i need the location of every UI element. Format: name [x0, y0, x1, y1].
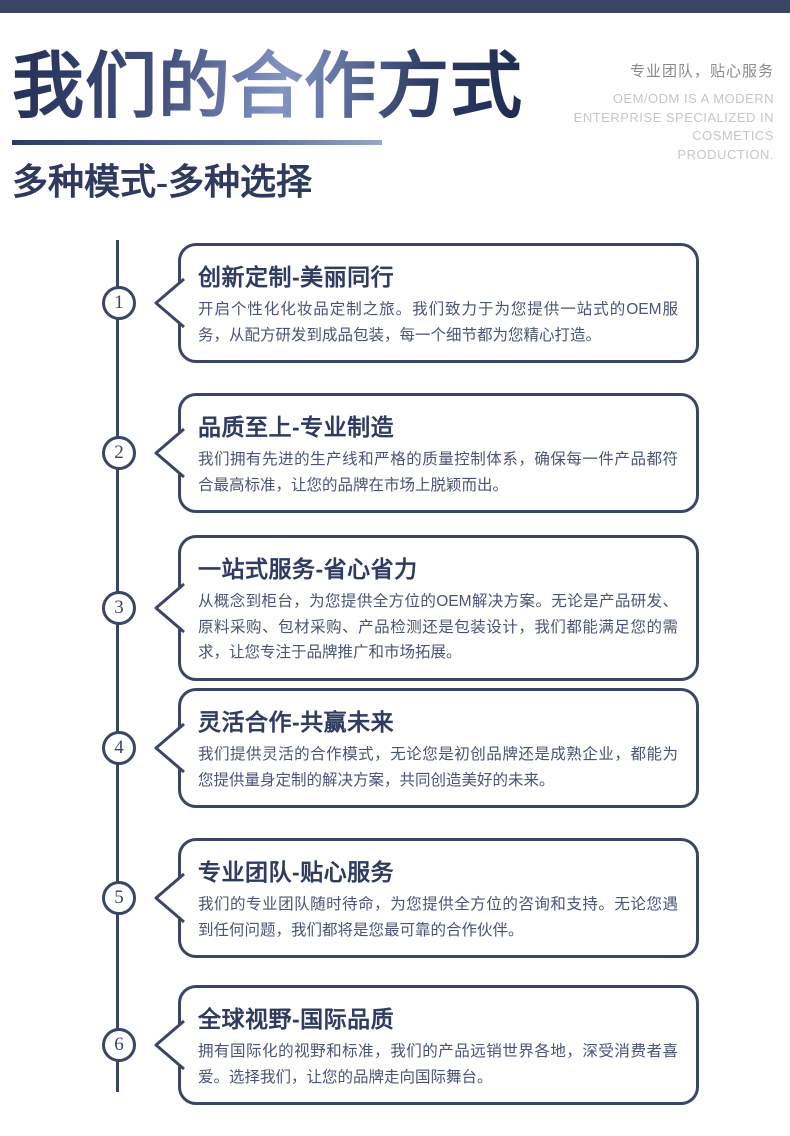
pointer-notch-icon: [154, 427, 185, 479]
step-number: 3: [114, 596, 124, 618]
timeline-item-4: 4 灵活合作-共赢未来 我们提供灵活的合作模式，无论您是初创品牌还是成熟企业，都…: [102, 688, 699, 808]
step-number-badge: 2: [102, 436, 136, 470]
card-title: 专业团队-贴心服务: [198, 859, 395, 885]
top-accent-bar: [0, 0, 790, 13]
header-tagline: 专业团队，贴心服务 OEM/ODM IS A MODERN ENTERPRISE…: [534, 60, 774, 164]
tagline-english-line: PRODUCTION.: [677, 146, 774, 162]
pointer-notch-icon: [154, 722, 185, 774]
step-number-badge: 6: [102, 1028, 136, 1062]
card-body: 我们拥有先进的生产线和严格的质量控制体系，确保每一件产品都符合最高标准，让您的品…: [198, 451, 678, 494]
tagline-english-line: ENTERPRISE SPECIALIZED IN: [573, 109, 774, 125]
pointer-notch-icon: [154, 872, 185, 924]
title-underline: [12, 140, 382, 145]
step-number: 5: [114, 887, 124, 908]
card-title: 一站式服务-省心省力: [198, 556, 418, 582]
step-number-badge: 1: [102, 286, 136, 320]
step-number: 1: [114, 292, 124, 313]
tagline-english: OEM/ODM IS A MODERN ENTERPRISE SPECIALIZ…: [534, 90, 774, 164]
info-card: 5 专业团队-贴心服务 我们的专业团队随时待命，为您提供全方位的咨询和支持。无论…: [102, 838, 699, 958]
card-body: 开启个性化化妆品定制之旅。我们致力于为您提供一站式的OEM服务，从配方研发到成品…: [198, 301, 678, 344]
tagline-english-line: COSMETICS: [692, 128, 774, 143]
step-number: 2: [114, 442, 124, 463]
timeline-vertical-line: [116, 240, 119, 1092]
card-title: 灵活合作-共赢未来: [198, 709, 395, 735]
info-card: 1 创新定制-美丽同行 开启个性化化妆品定制之旅。我们致力于为您提供一站式的OE…: [102, 243, 699, 363]
timeline-item-1: 1 创新定制-美丽同行 开启个性化化妆品定制之旅。我们致力于为您提供一站式的OE…: [102, 243, 699, 363]
step-number-badge: 5: [102, 881, 136, 915]
page-title: 我们的合作方式: [12, 47, 532, 127]
card-body: 拥有国际化的视野和标准，我们的产品远销世界各地，深受消费者喜爱。选择我们，让您的…: [198, 1043, 678, 1086]
pointer-notch-icon: [154, 1019, 185, 1071]
card-title: 创新定制-美丽同行: [198, 264, 395, 290]
card-body: 我们提供灵活的合作模式，无论您是初创品牌还是成熟企业，都能为您提供量身定制的解决…: [198, 746, 678, 789]
info-card: 6 全球视野-国际品质 拥有国际化的视野和标准，我们的产品远销世界各地，深受消费…: [102, 985, 699, 1105]
info-card: 2 品质至上-专业制造 我们拥有先进的生产线和严格的质量控制体系，确保每一件产品…: [102, 393, 699, 513]
tagline-chinese: 专业团队，贴心服务: [629, 63, 774, 80]
step-number: 4: [114, 737, 124, 758]
pointer-notch-icon: [154, 277, 185, 329]
info-card: 3 一站式服务-省心省力 从概念到柜台，为您提供全方位的OEM解决方案。无论是产…: [102, 535, 699, 681]
page-subtitle: 多种模式-多种选择: [12, 162, 312, 202]
timeline-item-6: 6 全球视野-国际品质 拥有国际化的视野和标准，我们的产品远销世界各地，深受消费…: [102, 985, 699, 1105]
timeline-item-2: 2 品质至上-专业制造 我们拥有先进的生产线和严格的质量控制体系，确保每一件产品…: [102, 393, 699, 513]
step-number-badge: 3: [102, 590, 136, 625]
card-title: 全球视野-国际品质: [198, 1006, 395, 1032]
pointer-notch-icon: [154, 582, 185, 633]
card-body: 从概念到柜台，为您提供全方位的OEM解决方案。无论是产品研发、原料采购、包材采购…: [198, 593, 678, 661]
timeline-item-3: 3 一站式服务-省心省力 从概念到柜台，为您提供全方位的OEM解决方案。无论是产…: [102, 535, 699, 681]
info-card: 4 灵活合作-共赢未来 我们提供灵活的合作模式，无论您是初创品牌还是成熟企业，都…: [102, 688, 699, 808]
card-title: 品质至上-专业制造: [198, 414, 395, 440]
step-number-badge: 4: [102, 731, 136, 765]
card-body: 我们的专业团队随时待命，为您提供全方位的咨询和支持。无论您遇到任何问题，我们都将…: [198, 896, 678, 939]
tagline-english-line: OEM/ODM IS A MODERN: [612, 91, 774, 106]
step-number: 6: [114, 1034, 124, 1055]
timeline-item-5: 5 专业团队-贴心服务 我们的专业团队随时待命，为您提供全方位的咨询和支持。无论…: [102, 838, 699, 958]
